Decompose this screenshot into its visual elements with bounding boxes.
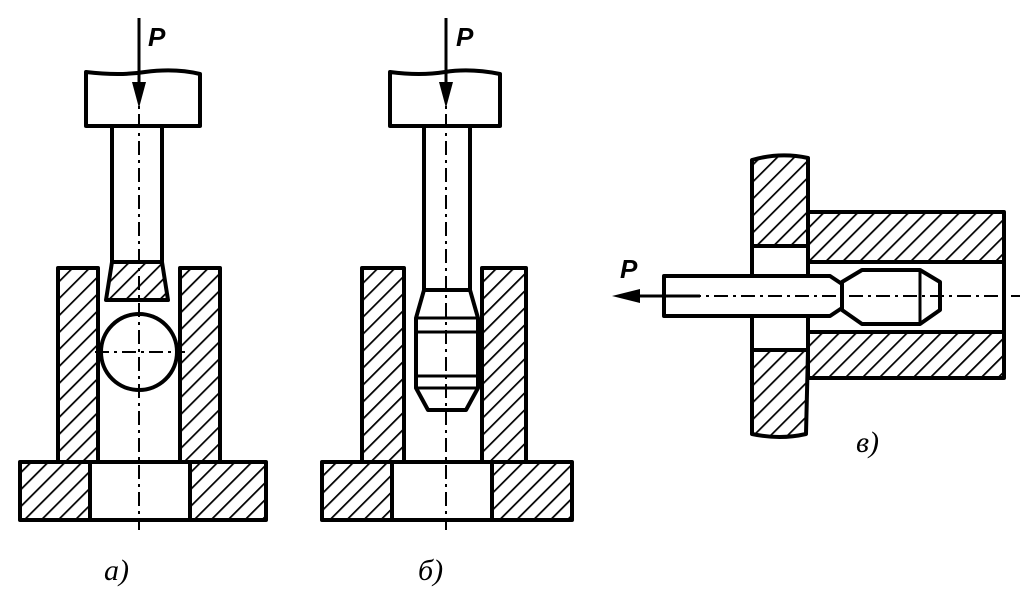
die-wall-left-b [360, 266, 406, 464]
force-arrow-head-c [612, 289, 640, 303]
base-plate-left-a [18, 460, 92, 522]
punch-rod-a [110, 124, 164, 264]
subfigure-a: P а) [18, 18, 268, 587]
force-label-b: P [456, 22, 474, 52]
die-wall-right-a [178, 266, 222, 464]
housing-lower-c [806, 330, 1006, 380]
base-plate-right-a [188, 460, 268, 522]
caption-b: б) [418, 554, 443, 587]
base-plate-left-b [320, 460, 394, 522]
support-plate-upper-c [750, 153, 810, 248]
die-bore-a [96, 268, 182, 462]
die-bore-b [402, 268, 484, 462]
force-label-a: P [148, 22, 166, 52]
subfigure-c: P в) [612, 153, 1020, 459]
support-plate-lower-c [750, 348, 810, 439]
base-plate-right-b [490, 460, 574, 522]
base-plate-hole-b [390, 460, 494, 522]
base-plate-hole-a [88, 460, 192, 522]
die-wall-left-a [56, 266, 100, 464]
force-arrow-head-b [439, 82, 453, 108]
punch-head-a [84, 68, 202, 128]
force-label-c: P [620, 254, 638, 284]
housing-upper-c [806, 210, 1006, 264]
caption-c: в) [856, 426, 879, 459]
punch-tip-a [104, 260, 170, 302]
force-arrow-head-a [132, 82, 146, 108]
caption-a: а) [104, 554, 129, 587]
subfigure-b: P б) [320, 18, 574, 587]
die-wall-right-b [480, 266, 528, 464]
